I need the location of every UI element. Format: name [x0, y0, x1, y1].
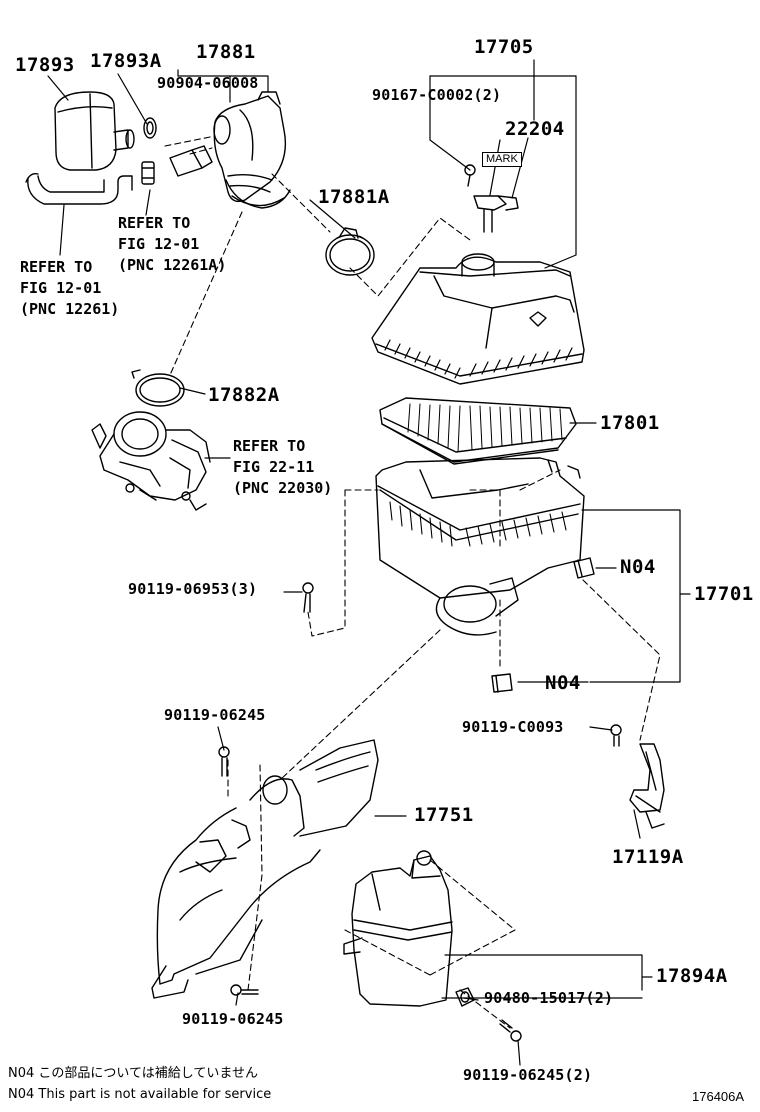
case-ribs: [389, 501, 567, 547]
part-label-17881: 17881: [196, 41, 256, 63]
refer-fig-22-11-22030: REFER TO FIG 22-11 (PNC 22030): [233, 437, 333, 497]
note-english: N04 This part is not available for servi…: [8, 1087, 272, 1102]
refer-fig-12-01-12261A: REFER TO FIG 12-01 (PNC 12261A): [118, 214, 227, 274]
part-label-90119-06953: 90119-06953(3): [128, 580, 258, 598]
clamp-17881A: [325, 227, 375, 276]
part-label-17893: 17893: [15, 54, 75, 76]
nut-90480: [455, 987, 475, 1007]
figure-id: 176406A: [692, 1089, 745, 1104]
screw-90167: [464, 164, 476, 187]
grommet-n04-upper: [573, 557, 595, 579]
bolt-90119-06953: [302, 582, 314, 613]
resonator-17894A: [343, 850, 453, 1007]
inlet-box-17893: [54, 91, 135, 171]
nipple-90904: [169, 145, 213, 177]
throttle-body: [91, 411, 211, 511]
note-japanese: N04 この部品については補給していません: [8, 1066, 258, 1081]
bolt-90119-06245-bottom: [230, 984, 259, 996]
clip-12261A: [141, 161, 155, 185]
bolt-90119-C0093: [610, 724, 622, 747]
ring-17893A: [143, 117, 157, 139]
part-label-17894A: 17894A: [656, 965, 728, 987]
part-label-90904-06008: 90904-06008: [157, 74, 259, 92]
part-label-17882A: 17882A: [208, 384, 280, 406]
intake-duct-17751: [151, 739, 379, 999]
part-label-17893A: 17893A: [90, 50, 162, 72]
part-label-17881A: 17881A: [318, 186, 390, 208]
bolt-90119-06245-2: [499, 1019, 522, 1042]
part-label-90480-15017: 90480-15017(2): [484, 989, 614, 1007]
refer-fig-12-01-12261: REFER TO FIG 12-01 (PNC 12261): [20, 258, 120, 318]
part-label-17701: 17701: [694, 583, 754, 605]
part-label-17705: 17705: [474, 36, 534, 58]
part-label-n04-lower: N04: [545, 672, 581, 694]
clamp-17882A: [131, 369, 185, 407]
part-label-17119A: 17119A: [612, 846, 684, 868]
sensor-22204: [473, 195, 519, 233]
part-label-n04-upper: N04: [620, 556, 656, 578]
part-label-17751: 17751: [414, 804, 474, 826]
mark-box: MARK: [482, 152, 522, 167]
air-cleaner-cap-17705: [371, 253, 585, 385]
hose-17881: [213, 91, 291, 209]
bolt-90119-06245-top: [218, 746, 230, 777]
hose-12261: [25, 172, 133, 205]
part-label-90119-c0093: 90119-C0093: [462, 718, 564, 736]
part-label-90119-06245-2: 90119-06245(2): [463, 1066, 593, 1084]
part-label-22204: 22204: [505, 118, 565, 140]
part-label-90119-06245-top: 90119-06245: [164, 706, 266, 724]
grommet-n04-lower: [491, 673, 513, 693]
part-label-90167-c0002: 90167-C0002(2): [372, 86, 502, 104]
part-label-90119-06245-bottom: 90119-06245: [182, 1010, 284, 1028]
leader-lines: [47, 59, 691, 1066]
bracket-17119A: [629, 743, 665, 829]
part-label-17801: 17801: [600, 412, 660, 434]
air-cleaner-case-17701: [375, 457, 585, 636]
filter-pleats: [407, 403, 563, 453]
cover-ribs: [384, 339, 573, 379]
